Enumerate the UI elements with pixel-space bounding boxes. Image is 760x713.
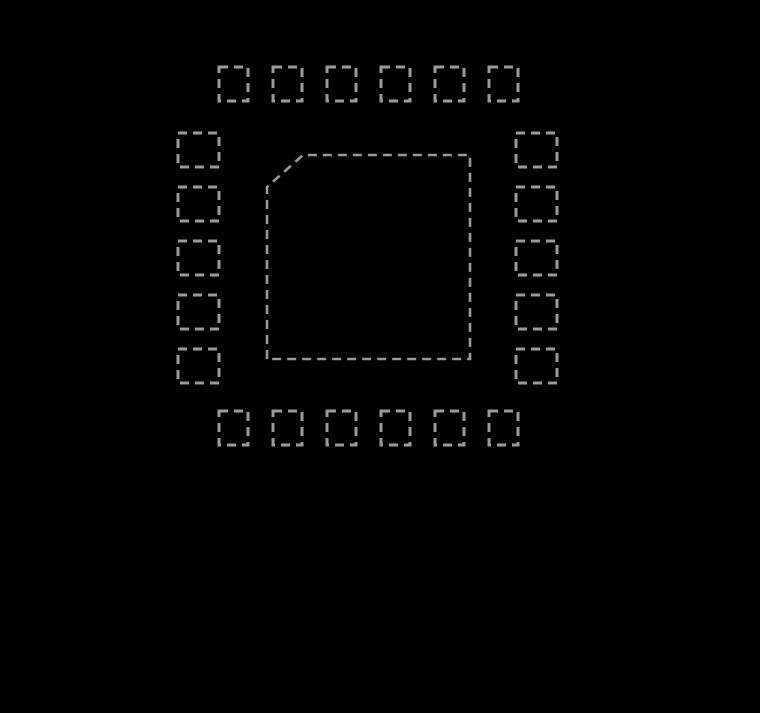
pad-top-4[interactable] xyxy=(379,65,412,103)
pad-left-2[interactable] xyxy=(176,185,221,223)
pad-top-5[interactable] xyxy=(433,65,466,103)
pad-left-3[interactable] xyxy=(176,239,221,277)
pad-bottom-2[interactable] xyxy=(271,409,304,447)
pads-group xyxy=(176,65,559,447)
pad-left-4[interactable] xyxy=(176,293,221,331)
pad-top-2[interactable] xyxy=(271,65,304,103)
pad-bottom-5[interactable] xyxy=(433,409,466,447)
pad-top-1[interactable] xyxy=(217,65,250,103)
pad-right-4[interactable] xyxy=(514,293,559,331)
pad-right-1[interactable] xyxy=(514,131,559,169)
pad-bottom-4[interactable] xyxy=(379,409,412,447)
pad-left-5[interactable] xyxy=(176,347,221,385)
pad-bottom-1[interactable] xyxy=(217,409,250,447)
package-body-outline xyxy=(265,153,472,361)
pad-left-1[interactable] xyxy=(176,131,221,169)
pad-right-2[interactable] xyxy=(514,185,559,223)
pad-top-3[interactable] xyxy=(325,65,358,103)
pad-bottom-6[interactable] xyxy=(487,409,520,447)
pad-right-3[interactable] xyxy=(514,239,559,277)
pad-right-5[interactable] xyxy=(514,347,559,385)
pad-top-6[interactable] xyxy=(487,65,520,103)
pad-bottom-3[interactable] xyxy=(325,409,358,447)
